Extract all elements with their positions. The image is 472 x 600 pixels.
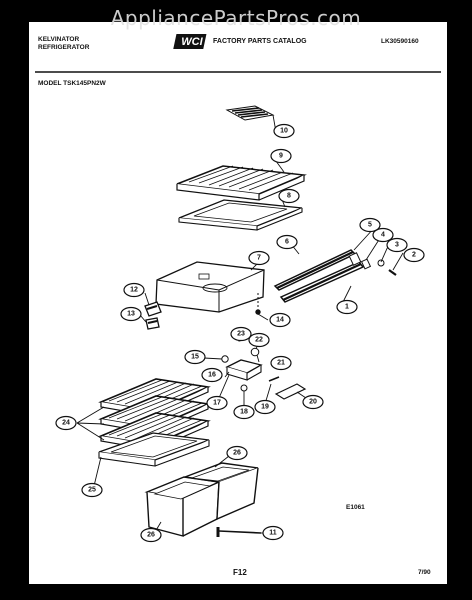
parts-2-5-hardware	[348, 252, 397, 276]
callout-17	[206, 395, 228, 411]
callout-10	[273, 123, 295, 139]
wci-logo: WCI	[173, 34, 207, 49]
watermark: AppliancePartsPros.com	[110, 6, 362, 30]
callout-8	[278, 188, 300, 204]
callout-1	[336, 299, 358, 315]
callout-23	[230, 326, 252, 342]
callout-17-label: 17	[213, 400, 221, 407]
page-label: F12	[233, 568, 247, 577]
callout-24	[55, 415, 77, 431]
callout-15	[184, 349, 206, 365]
diagram-code: E1061	[346, 504, 365, 511]
callout-19-label: 19	[261, 404, 269, 411]
callout-16	[201, 367, 223, 383]
control-assembly-parts	[221, 332, 307, 400]
callout-5-label: 5	[368, 222, 372, 229]
callout-2	[403, 247, 425, 263]
callout-20-label: 20	[309, 399, 317, 406]
callout-7	[248, 250, 270, 266]
part-25-frame	[98, 432, 210, 467]
callout-12-label: 12	[130, 287, 138, 294]
part-7-panel	[155, 261, 265, 313]
callout-14	[269, 312, 291, 328]
callout-8-label: 8	[287, 193, 291, 200]
callout-5	[359, 217, 381, 233]
callout-25	[81, 482, 103, 498]
callout-bubbles	[55, 123, 425, 543]
callout-19	[254, 399, 276, 415]
callout-9-label: 9	[279, 153, 283, 160]
callout-18-label: 18	[240, 409, 248, 416]
brand-line-1: KELVINATOR	[38, 36, 80, 43]
callout-11-label: 11	[269, 530, 277, 537]
callout-3	[386, 237, 408, 253]
callout-26a-label: 26	[233, 450, 241, 457]
callout-25-label: 25	[88, 487, 96, 494]
callout-6	[276, 234, 298, 250]
callout-7-label: 7	[257, 255, 261, 262]
callout-20	[302, 394, 324, 410]
callout-16-label: 16	[208, 372, 216, 379]
callout-21-label: 21	[277, 360, 285, 367]
exploded-view-drawing: WCI	[35, 34, 441, 543]
callout-15-label: 15	[191, 354, 199, 361]
callout-21	[270, 355, 292, 371]
callout-18	[233, 404, 255, 420]
callout-4-label: 4	[381, 232, 385, 239]
callout-11	[262, 525, 284, 541]
part-10-grille	[225, 105, 275, 121]
callout-13	[120, 306, 142, 322]
callout-22	[248, 332, 270, 348]
parts-12-13-clips	[144, 301, 162, 330]
callout-10-label: 10	[280, 128, 288, 135]
callout-labels: 1 2 3 4 5 6 7 8 9 10 11 12 13 14 15 16 1…	[62, 128, 416, 539]
part-8-frame	[178, 199, 303, 231]
callout-2-label: 2	[412, 252, 416, 259]
callout-4	[372, 227, 394, 243]
callout-23-label: 23	[237, 331, 245, 338]
part-9-shelf	[176, 165, 307, 201]
part-1-rail	[279, 261, 365, 303]
callout-13-label: 13	[127, 311, 135, 318]
callout-1-label: 1	[345, 304, 349, 311]
date-code: 7/90	[418, 569, 431, 576]
callout-22-label: 22	[255, 337, 263, 344]
part-11-handle	[216, 527, 262, 537]
brand-line-2: REFRIGERATOR	[38, 44, 90, 51]
part-14-screw	[255, 293, 261, 315]
callout-9	[270, 148, 292, 164]
callout-26b	[140, 527, 162, 543]
parts-diagram-page: KELVINATOR REFRIGERATOR FACTORY PARTS CA…	[29, 22, 447, 584]
svg-text:WCI: WCI	[181, 36, 203, 48]
callout-3-label: 3	[395, 242, 399, 249]
part-26-crisper-pans	[144, 462, 259, 537]
callout-14-label: 14	[276, 317, 284, 324]
callout-26b-label: 26	[147, 532, 155, 539]
catalog-number: LK30590160	[381, 38, 419, 45]
callout-6-label: 6	[285, 239, 289, 246]
catalog-title: FACTORY PARTS CATALOG	[213, 38, 307, 45]
callout-12	[123, 282, 145, 298]
model-label: MODEL TSK145PN2W	[38, 80, 106, 87]
callout-26a	[226, 445, 248, 461]
callout-24-label: 24	[62, 420, 70, 427]
